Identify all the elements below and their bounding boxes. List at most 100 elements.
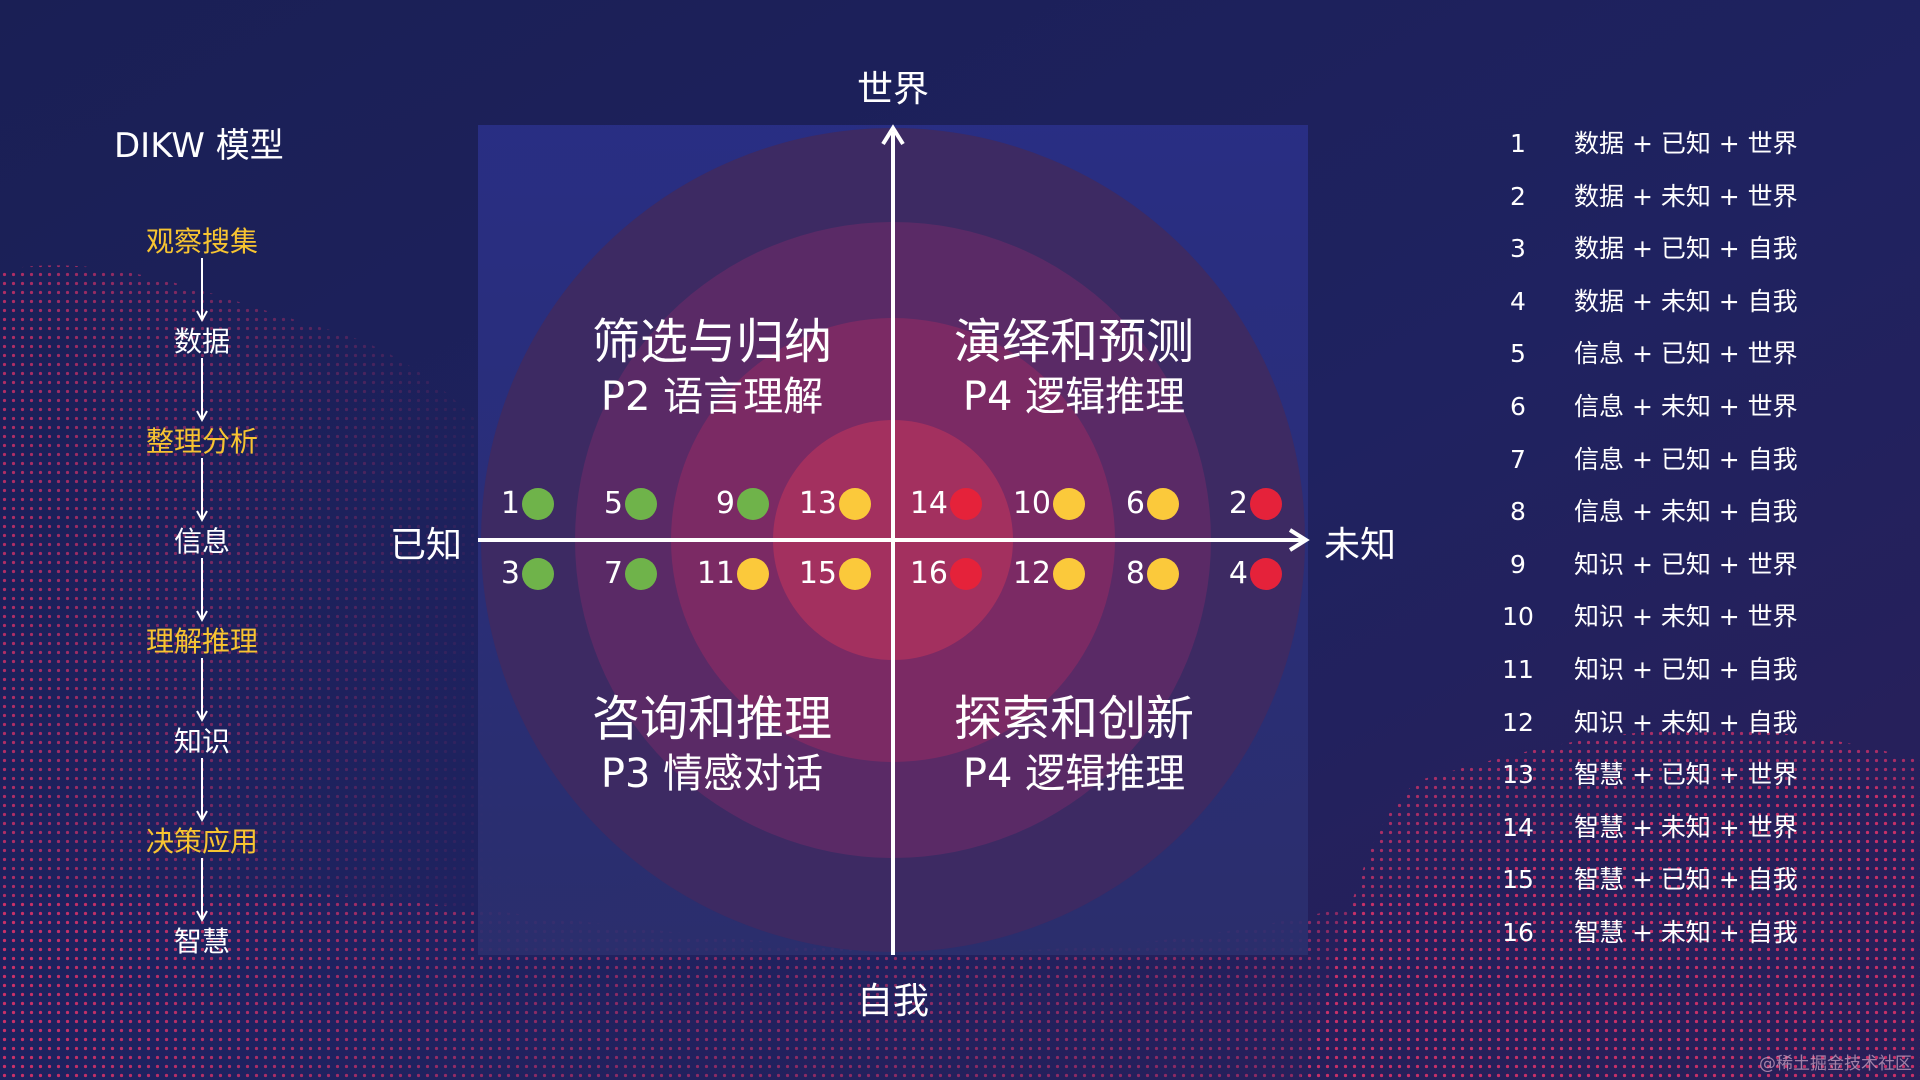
axis-label-left: 已知 (390, 525, 463, 566)
quadrant-title: 筛选与归纳 (591, 314, 832, 370)
legend-text: 智慧 + 未知 + 自我 (1574, 918, 1798, 947)
legend-item: 6 信息 + 未知 + 世界 (1490, 387, 1830, 427)
dikw-stage-observe: 观察搜集 (145, 225, 258, 258)
dikw-stage-reason: 理解推理 (145, 625, 258, 658)
point-number: 3 (500, 556, 520, 591)
point-marker: 1 (454, 484, 554, 524)
point-dot (1250, 558, 1282, 590)
point-marker: 15 (771, 554, 871, 594)
quadrant-bottom-right: 探索和创新 P4 逻辑推理 (894, 690, 1254, 800)
legend-text: 知识 + 已知 + 自我 (1574, 655, 1798, 684)
quadrant-top-left: 筛选与归纳 P2 语言理解 (532, 313, 892, 423)
legend-number: 15 (1502, 865, 1534, 894)
legend-number: 12 (1502, 708, 1534, 737)
point-marker: 12 (985, 554, 1085, 594)
legend-item: 5 信息 + 已知 + 世界 (1490, 334, 1830, 374)
legend-number: 2 (1510, 182, 1526, 211)
point-number: 6 (1125, 486, 1145, 521)
legend-item: 3 数据 + 已知 + 自我 (1490, 229, 1830, 269)
legend-text: 智慧 + 已知 + 世界 (1574, 760, 1798, 789)
point-dot (1053, 558, 1085, 590)
point-dot (625, 488, 657, 520)
point-marker: 16 (882, 554, 982, 594)
point-dot (522, 488, 554, 520)
dikw-title: DIKW 模型 (114, 126, 284, 166)
point-marker: 8 (1079, 554, 1179, 594)
point-dot (839, 558, 871, 590)
quadrant-subtitle: P3 情感对话 (600, 751, 824, 797)
legend-item: 13 智慧 + 已知 + 世界 (1490, 755, 1830, 795)
legend-text: 数据 + 未知 + 自我 (1574, 287, 1798, 316)
quadrant-bottom-left: 咨询和推理 P3 情感对话 (532, 690, 892, 800)
point-dot (1147, 488, 1179, 520)
quadrant-subtitle: P2 语言理解 (600, 374, 824, 420)
point-number: 4 (1228, 556, 1248, 591)
legend-item: 9 知识 + 已知 + 世界 (1490, 545, 1830, 585)
legend-number: 16 (1502, 918, 1534, 947)
legend-text: 信息 + 未知 + 世界 (1574, 392, 1798, 421)
point-marker: 14 (882, 484, 982, 524)
quadrant-title: 演绎和预测 (953, 314, 1194, 370)
legend-number: 3 (1510, 234, 1526, 263)
point-dot (839, 488, 871, 520)
quadrant-title: 探索和创新 (953, 691, 1194, 747)
point-dot (1250, 488, 1282, 520)
quadrant-subtitle: P4 逻辑推理 (962, 751, 1186, 797)
point-marker: 11 (669, 554, 769, 594)
axis-label-top: 世界 (857, 69, 930, 110)
legend-text: 数据 + 已知 + 自我 (1574, 234, 1798, 263)
legend-number: 8 (1510, 497, 1526, 526)
legend-number: 13 (1502, 760, 1534, 789)
legend-text: 知识 + 未知 + 世界 (1574, 602, 1798, 631)
point-dot (737, 558, 769, 590)
legend-text: 知识 + 已知 + 世界 (1574, 550, 1798, 579)
point-number: 12 (1012, 556, 1051, 591)
point-number: 1 (500, 486, 520, 521)
legend-number: 9 (1510, 550, 1526, 579)
legend-text: 知识 + 未知 + 自我 (1574, 708, 1798, 737)
dikw-stage-wisdom: 智慧 (173, 925, 230, 958)
point-number: 9 (715, 486, 735, 521)
point-number: 11 (696, 556, 735, 591)
point-dot (522, 558, 554, 590)
legend-number: 7 (1510, 445, 1526, 474)
point-marker: 6 (1079, 484, 1179, 524)
legend-text: 智慧 + 未知 + 世界 (1574, 813, 1798, 842)
legend-item: 12 知识 + 未知 + 自我 (1490, 703, 1830, 743)
legend-item: 16 智慧 + 未知 + 自我 (1490, 913, 1830, 953)
quadrant-top-right: 演绎和预测 P4 逻辑推理 (894, 313, 1254, 423)
point-number: 7 (603, 556, 623, 591)
vertical-axis-arrow (881, 124, 905, 146)
point-number: 14 (909, 486, 948, 521)
point-dot (950, 488, 982, 520)
legend-number: 5 (1510, 339, 1526, 368)
point-dot (950, 558, 982, 590)
point-marker: 4 (1182, 554, 1282, 594)
axis-label-right: 未知 (1324, 525, 1397, 566)
point-number: 2 (1228, 486, 1248, 521)
legend-number: 10 (1502, 602, 1534, 631)
legend-text: 数据 + 已知 + 世界 (1574, 129, 1798, 158)
legend-item: 8 信息 + 未知 + 自我 (1490, 492, 1830, 532)
legend-text: 信息 + 已知 + 世界 (1574, 339, 1798, 368)
point-dot (1053, 488, 1085, 520)
axis-label-bottom: 自我 (857, 981, 930, 1022)
dikw-stage-data: 数据 (173, 325, 230, 358)
legend-number: 1 (1510, 129, 1526, 158)
watermark: @稀土掘金技术社区 (1759, 1054, 1912, 1074)
dikw-stage-knowledge: 知识 (173, 725, 230, 758)
dikw-arrows (196, 258, 208, 923)
quadrant-title: 咨询和推理 (591, 691, 832, 747)
point-marker: 5 (557, 484, 657, 524)
horizontal-axis-arrow (1288, 528, 1310, 552)
quadrant-subtitle: P4 逻辑推理 (962, 374, 1186, 420)
legend-number: 6 (1510, 392, 1526, 421)
point-number: 5 (603, 486, 623, 521)
legend-text: 信息 + 未知 + 自我 (1574, 497, 1798, 526)
point-number: 15 (798, 556, 837, 591)
